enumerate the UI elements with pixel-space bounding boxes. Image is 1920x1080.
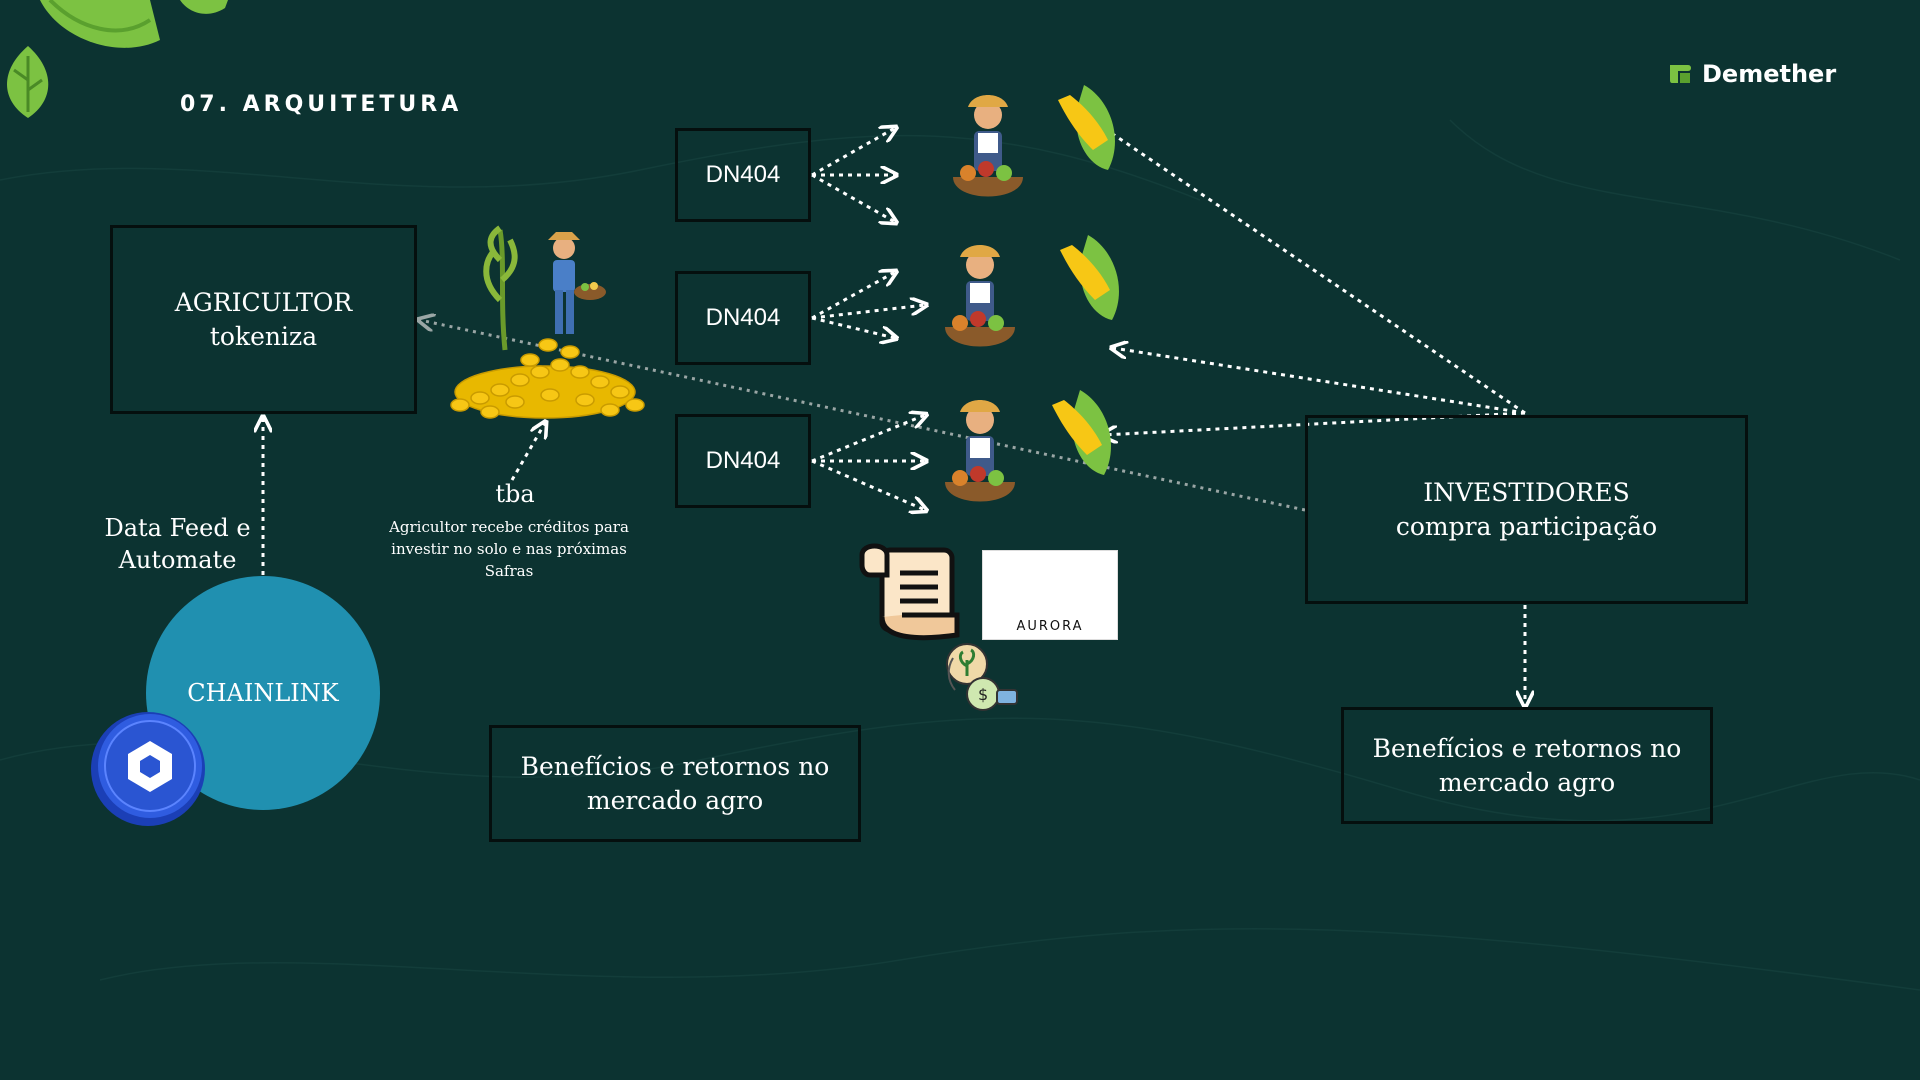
investidores-box: INVESTIDORES compra participação (1305, 415, 1748, 604)
aurora-label: AURORA (1016, 618, 1084, 634)
tba-label: tba (495, 480, 535, 508)
agricultor-label: AGRICULTOR (174, 287, 353, 317)
brand-name: Demether (1702, 60, 1837, 88)
arrow-dn1-a (811, 128, 895, 177)
leaf-logo-icon (1670, 65, 1691, 83)
arrow-dn1-c (811, 173, 895, 222)
farmer-corn-icon-1 (953, 85, 1115, 197)
arrow-inv-to-farmer2 (1113, 348, 1526, 415)
beneficios-right-line2: mercado agro (1438, 767, 1616, 797)
farmer-corn-icon-3 (945, 390, 1111, 502)
leaf-decoration (7, 0, 228, 118)
datafeed-line2: Automate (118, 546, 237, 574)
datafeed-line1: Data Feed e (104, 514, 251, 542)
datafeed-label: Data Feed e Automate (95, 512, 260, 576)
farmer-corn-icon-2 (945, 235, 1119, 347)
tba-note: Agricultor recebe créditos para investir… (389, 518, 629, 580)
brand-logo: Demether (1668, 60, 1836, 88)
farmer-icon (483, 225, 606, 351)
arrow-inv-to-farmer3 (1103, 411, 1526, 435)
arrow-dn2-b (811, 305, 925, 320)
agricultor-box: AGRICULTOR tokeniza (110, 225, 417, 414)
corn-pile-icon (450, 338, 645, 419)
investment-icon: $ (946, 643, 1018, 711)
dn404-box-2: DN404 (675, 271, 811, 365)
svg-text:$: $ (978, 685, 988, 704)
dn404-box-3: DN404 (675, 414, 811, 508)
investidores-sublabel: compra participação (1395, 511, 1658, 541)
chainlink-label: CHAINLINK (187, 679, 339, 707)
beneficios-box-right: Benefícios e retornos no mercado agro (1341, 707, 1713, 824)
scroll-icon (859, 543, 960, 641)
beneficios-box-left: Benefícios e retornos no mercado agro (489, 725, 861, 842)
aurora-logo: AURORA (982, 550, 1118, 640)
arrow-tba-to-corn (510, 423, 545, 481)
arrow-dn3-a (811, 415, 925, 463)
chainlink-circle (146, 576, 380, 810)
agricultor-sublabel: tokeniza (209, 321, 318, 351)
slide-title: 07. ARQUITETURA (180, 92, 463, 117)
beneficios-left-line2: mercado agro (586, 785, 764, 815)
arrow-dn2-c (811, 316, 895, 338)
chainlink-logo-icon (91, 712, 205, 826)
dn404-box-1: DN404 (675, 128, 811, 222)
investidores-label: INVESTIDORES (1423, 477, 1630, 507)
arrow-dn2-a (811, 272, 895, 320)
beneficios-right-line1: Benefícios e retornos no (1372, 733, 1682, 763)
arrow-dn3-c (811, 459, 925, 510)
arrow-inv-to-farmer1 (1095, 122, 1526, 415)
beneficios-left-line1: Benefícios e retornos no (520, 751, 830, 781)
